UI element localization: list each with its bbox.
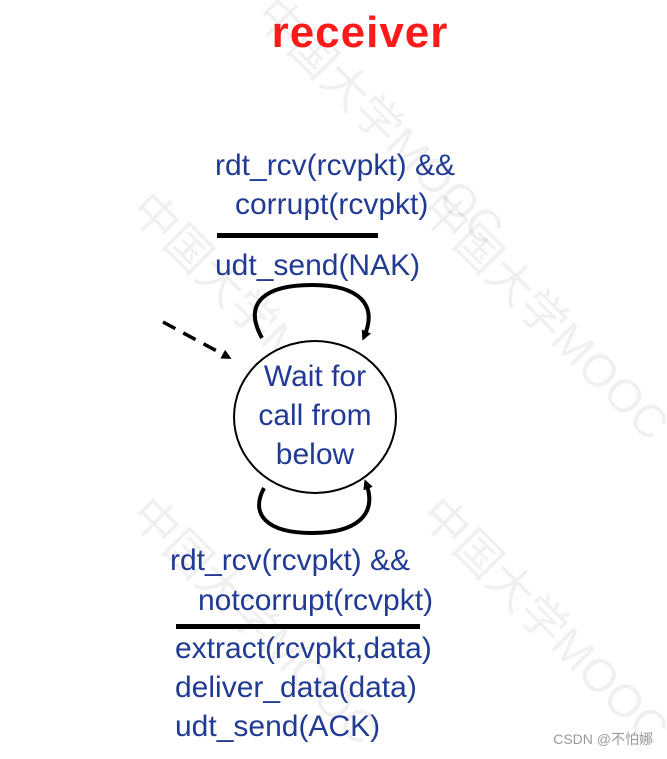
bottom-transition-divider (176, 624, 420, 629)
bottom-action-line1: extract(rcvpkt,data) (175, 632, 432, 665)
state-label-line3: below (275, 438, 355, 471)
diagram-title: receiver (271, 8, 449, 57)
csdn-credit: CSDN @不怕娜 (553, 731, 653, 747)
top-transition-divider (217, 233, 378, 238)
bottom-action-line2: deliver_data(data) (175, 671, 417, 704)
bottom-self-loop (257, 479, 373, 536)
bottom-event-line2: notcorrupt(rcvpkt) (198, 584, 434, 617)
initial-state-arrow (162, 320, 232, 359)
top-event-line1: rdt_rcv(rcvpkt) && (215, 149, 456, 182)
state-label-line2: call from (258, 399, 372, 432)
state-circle (233, 340, 397, 494)
top-self-loop (253, 282, 371, 341)
state-label: Wait for call from below (233, 357, 397, 474)
bottom-event-line1: rdt_rcv(rcvpkt) && (170, 544, 411, 577)
top-event-line2: corrupt(rcvpkt) (235, 188, 429, 221)
top-action: udt_send(NAK) (215, 249, 421, 282)
state-label-line1: Wait for (263, 360, 367, 393)
bottom-action-line3: udt_send(ACK) (175, 710, 381, 743)
